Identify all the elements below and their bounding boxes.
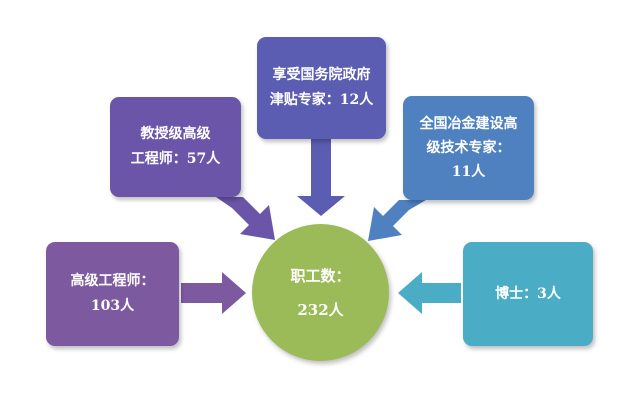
box-senior-engineers: 高级工程师： 103人 [46, 242, 179, 346]
box-top-line1: 享受国务院政府 [272, 67, 371, 83]
box-state-council-experts: 享受国务院政府 津贴专家：12人 [257, 37, 386, 139]
arrow-upper-left [216, 197, 275, 240]
arrow-left [181, 272, 246, 314]
box-metallurgy-experts: 全国冶金建设高 级技术专家： 11人 [403, 96, 534, 200]
box-upper-right-line3: 11人 [451, 164, 486, 180]
box-doctors: 博士：3人 [463, 242, 593, 346]
center-employee-count: 职工数： 232人 [252, 224, 389, 361]
box-top-line2: 津贴专家：12人 [269, 92, 374, 108]
center-line1: 职工数： [290, 266, 351, 285]
box-upper-right-line1: 全国冶金建设高 [419, 116, 518, 132]
box-upper-right-line2: 级技术专家： [426, 140, 511, 156]
box-upper-left-line2: 工程师：57人 [130, 151, 221, 167]
box-right-line1: 博士：3人 [495, 285, 561, 302]
box-left-line1: 高级工程师： [70, 273, 155, 289]
box-left-line2: 103人 [90, 298, 135, 314]
arrow-right [398, 272, 461, 314]
box-upper-left-line1: 教授级高级 [140, 126, 211, 142]
arrow-top [297, 139, 345, 216]
arrow-upper-right [368, 200, 426, 241]
box-professor-engineers: 教授级高级 工程师：57人 [110, 97, 241, 197]
center-line2: 232人 [297, 300, 344, 319]
